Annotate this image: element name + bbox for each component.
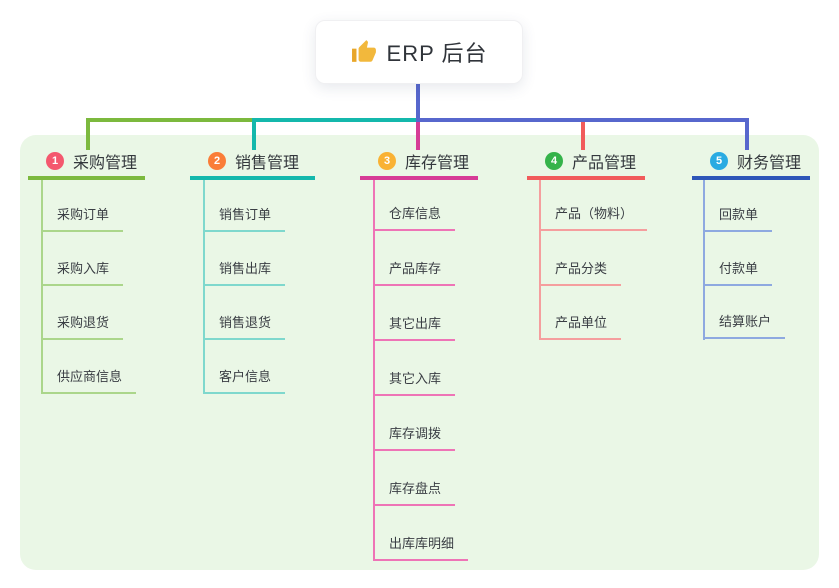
child-label: 销售订单 xyxy=(219,207,272,222)
child-label: 回款单 xyxy=(719,207,759,222)
root-node[interactable]: ERP 后台 xyxy=(315,20,523,84)
root-label: ERP 后台 xyxy=(386,41,488,66)
child-label: 仓库信息 xyxy=(389,206,442,221)
child-label: 采购入库 xyxy=(57,261,110,276)
child-node[interactable]: 销售出库 xyxy=(203,254,286,286)
child-node[interactable]: 其它出库 xyxy=(373,309,456,341)
child-node[interactable]: 付款单 xyxy=(703,254,773,286)
branches-panel xyxy=(20,135,819,570)
branch-label: 采购管理 xyxy=(73,155,138,172)
child-node[interactable]: 采购订单 xyxy=(41,200,124,232)
connector-rail-left-teal xyxy=(252,118,418,122)
child-node[interactable]: 其它入库 xyxy=(373,364,456,396)
child-label: 采购退货 xyxy=(57,315,110,330)
branch-node-product[interactable]: 4 产品管理 xyxy=(527,146,645,180)
branch-label: 财务管理 xyxy=(737,155,802,172)
connector-root-trunk xyxy=(416,84,420,122)
child-label: 产品单位 xyxy=(555,315,608,330)
child-label: 结算账户 xyxy=(719,314,772,329)
child-node[interactable]: 销售退货 xyxy=(203,308,286,340)
branch-label: 库存管理 xyxy=(405,155,470,172)
child-node[interactable]: 库存盘点 xyxy=(373,474,456,506)
child-node[interactable]: 仓库信息 xyxy=(373,199,456,231)
child-label: 产品库存 xyxy=(389,261,442,276)
child-label: 库存调拨 xyxy=(389,426,442,441)
branch-number-badge: 5 xyxy=(710,152,728,170)
branch-node-inventory[interactable]: 3 库存管理 xyxy=(360,146,478,180)
child-label: 客户信息 xyxy=(219,369,272,384)
child-node[interactable]: 产品分类 xyxy=(539,254,622,286)
child-node[interactable]: 供应商信息 xyxy=(41,362,137,394)
connector-children-branch-3 xyxy=(373,180,375,561)
connector-drop-branch-3 xyxy=(416,122,420,150)
branch-node-purchase[interactable]: 1 采购管理 xyxy=(28,146,145,180)
child-node[interactable]: 产品单位 xyxy=(539,308,622,340)
connector-rail-right-blue xyxy=(416,118,749,122)
child-label: 付款单 xyxy=(719,261,759,276)
connector-drop-branch-1 xyxy=(86,118,90,150)
child-label: 产品分类 xyxy=(555,261,608,276)
branch-label: 产品管理 xyxy=(572,155,637,172)
child-label: 销售退货 xyxy=(219,315,272,330)
child-node[interactable]: 回款单 xyxy=(703,200,773,232)
connector-children-branch-2 xyxy=(203,180,205,394)
child-node[interactable]: 产品（物料） xyxy=(539,199,648,231)
thumbs-up-icon xyxy=(351,40,376,62)
connector-rail-left-green xyxy=(86,118,256,122)
child-node[interactable]: 销售订单 xyxy=(203,200,286,232)
connector-children-branch-5 xyxy=(703,180,705,340)
connector-drop-branch-2 xyxy=(252,118,256,150)
connector-drop-branch-4 xyxy=(581,122,585,150)
branch-number-badge: 3 xyxy=(378,152,396,170)
child-node[interactable]: 客户信息 xyxy=(203,362,286,394)
branch-number-badge: 4 xyxy=(545,152,563,170)
child-node[interactable]: 采购退货 xyxy=(41,308,124,340)
child-node[interactable]: 产品库存 xyxy=(373,254,456,286)
child-label: 库存盘点 xyxy=(389,481,442,496)
child-label: 销售出库 xyxy=(219,261,272,276)
child-node[interactable]: 结算账户 xyxy=(703,307,786,339)
child-label: 采购订单 xyxy=(57,207,110,222)
branch-node-sales[interactable]: 2 销售管理 xyxy=(190,146,315,180)
connector-drop-branch-5 xyxy=(745,118,749,150)
child-label: 产品（物料） xyxy=(555,206,634,221)
child-label: 供应商信息 xyxy=(57,369,123,384)
child-label: 其它出库 xyxy=(389,316,442,331)
connector-children-branch-1 xyxy=(41,180,43,394)
child-node[interactable]: 采购入库 xyxy=(41,254,124,286)
branch-number-badge: 2 xyxy=(208,152,226,170)
branch-number-badge: 1 xyxy=(46,152,64,170)
child-node[interactable]: 出库库明细 xyxy=(373,529,469,561)
branch-node-finance[interactable]: 5 财务管理 xyxy=(692,146,810,180)
child-label: 出库库明细 xyxy=(389,536,455,551)
child-label: 其它入库 xyxy=(389,371,442,386)
connector-children-branch-4 xyxy=(539,180,541,340)
branch-label: 销售管理 xyxy=(235,155,300,172)
child-node[interactable]: 库存调拨 xyxy=(373,419,456,451)
